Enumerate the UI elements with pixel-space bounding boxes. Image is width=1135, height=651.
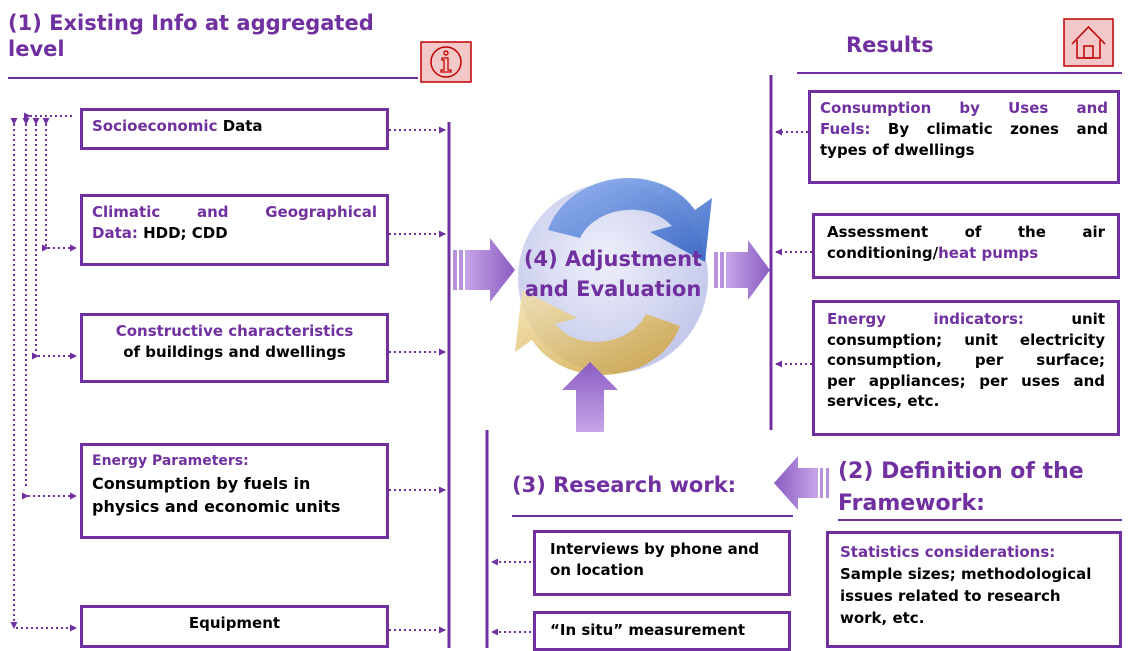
climatic-data-box[interactable]: Climatic and Geographical Data: HDD; CDD [80, 194, 389, 266]
definition-title: (2) Definition of the Framework: [838, 459, 1084, 516]
adjustment-evaluation-label: (4) Adjustment and Evaluation [518, 244, 708, 304]
equipment-box[interactable]: Equipment [80, 605, 389, 648]
socioeconomic-data-box[interactable]: Socioeconomic Data [80, 108, 389, 150]
results-title: Results [846, 33, 934, 57]
cycle-arrows-icon [515, 177, 712, 375]
socioeconomic-label: Socioeconomic [92, 117, 218, 135]
in-situ-label: “In situ” measurement [550, 621, 746, 639]
assessment-line-2: conditioning/ [827, 244, 939, 262]
big-arrow-from-definition [774, 456, 829, 510]
assessment-line-1: Assessment of the air [827, 223, 1105, 241]
in-situ-measurement-box[interactable]: “In situ” measurement [533, 611, 791, 651]
constructive-detail: of buildings and dwellings [123, 343, 346, 361]
existing-info-title: (1) Existing Info at aggregated level [8, 11, 374, 61]
energy-indicators-line-4: per appliances; per uses and [827, 371, 1105, 390]
climatic-label-line-2: Data: [92, 224, 138, 242]
consumption-detail: By climatic zones and types of dwellings [820, 120, 1108, 159]
left-feedback-network [10, 112, 77, 632]
energy-indicators-first: unit [1023, 310, 1105, 328]
energy-indicators-label: Energy indicators: [827, 310, 1024, 328]
consumption-label-line-1: Consumption by Uses and [820, 99, 1108, 117]
equipment-label: Equipment [188, 614, 281, 632]
center-label-line-1: (4) Adjustment [523, 247, 703, 271]
energy-indicators-box[interactable]: Energy indicators: unit consumption; uni… [812, 300, 1120, 436]
climatic-values: HDD; CDD [137, 224, 228, 242]
research-title: (3) Research work: [512, 473, 737, 497]
energy-parameters-detail: Consumption by fuels in physics and econ… [92, 474, 341, 516]
interviews-box[interactable]: Interviews by phone and on location [533, 530, 791, 596]
big-arrow-up-from-research [562, 362, 618, 432]
center-label-line-2: and Evaluation [524, 277, 702, 301]
climatic-label-line-1: Climatic and Geographical [92, 203, 377, 221]
socioeconomic-suffix: Data [217, 117, 263, 135]
results-arrows [775, 128, 812, 368]
statistics-detail: Sample sizes; methodological issues rela… [840, 565, 1092, 627]
energy-parameters-label: Energy Parameters: [92, 453, 249, 469]
statistics-considerations-box[interactable]: Statistics considerations: Sample sizes;… [826, 531, 1122, 648]
box-to-collector-arrows [389, 126, 446, 634]
heat-pumps-label: heat pumps [938, 244, 1039, 262]
big-arrow-to-results [714, 240, 770, 300]
constructive-characteristics-box[interactable]: Constructive characteristics of building… [80, 313, 389, 383]
statistics-label: Statistics considerations: [840, 543, 1056, 561]
energy-indicators-line-5: services, etc. [827, 392, 940, 410]
interviews-label: Interviews by phone and on location [550, 540, 760, 579]
info-icon[interactable] [420, 41, 472, 83]
consumption-label-line-2: Fuels: [820, 120, 871, 138]
energy-indicators-line-3: consumption, per surface; [827, 351, 1105, 369]
research-arrows [491, 558, 531, 636]
energy-parameters-box[interactable]: Energy Parameters: Consumption by fuels … [80, 443, 389, 539]
energy-indicators-line-2: consumption; unit electricity [827, 330, 1105, 349]
home-icon[interactable] [1063, 18, 1114, 67]
big-arrow-to-center [453, 238, 515, 302]
air-conditioning-assessment-box[interactable]: Assessment of the air conditioning/heat … [812, 213, 1120, 279]
consumption-by-uses-box[interactable]: Consumption by Uses and Fuels: By climat… [808, 90, 1120, 184]
constructive-label: Constructive characteristics [115, 322, 354, 340]
